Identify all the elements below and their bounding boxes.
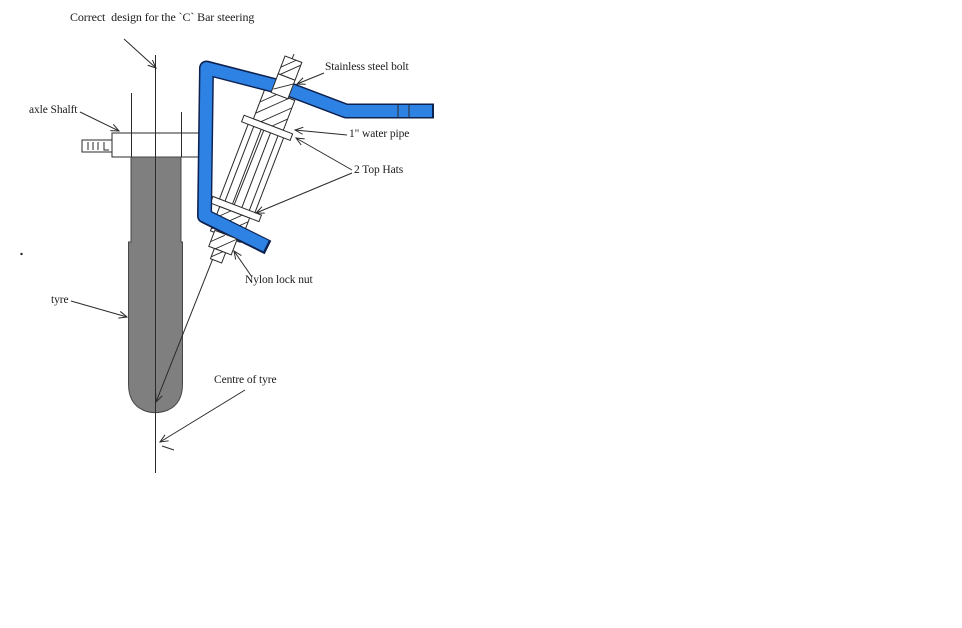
top-hat-upper xyxy=(240,88,296,142)
centre-tick-line xyxy=(161,445,175,451)
axle-shaft-shape xyxy=(111,132,203,158)
label-tyre: tyre xyxy=(51,294,69,306)
label-nylon-lock-nut: Nylon lock nut xyxy=(245,274,313,286)
pipe-leader-line xyxy=(293,126,348,136)
water-pipe-lines xyxy=(218,123,285,214)
title-leader-line xyxy=(123,38,157,69)
label-water-pipe: 1" water pipe xyxy=(349,128,410,140)
label-stainless-bolt: Stainless steel bolt xyxy=(325,61,409,73)
centre-leader-line xyxy=(158,389,246,443)
diagram-title: Correct design for the `C` Bar steering xyxy=(70,10,255,24)
tophats-leader-line-2 xyxy=(254,172,353,214)
label-axle-shaft: axle Shalft xyxy=(29,104,78,116)
bolt-shank xyxy=(270,73,296,100)
c-bar xyxy=(197,60,434,255)
handlebar-ticks xyxy=(397,104,410,118)
bolt-leader-line xyxy=(295,72,325,85)
label-top-hats: 2 Top Hats xyxy=(354,164,404,176)
tophats-leader-line-1 xyxy=(294,137,353,171)
bolt-assembly-over xyxy=(208,55,303,264)
bolt-head xyxy=(277,55,303,81)
axle-leader-line xyxy=(79,111,121,132)
label-centre-of-tyre: Centre of tyre xyxy=(214,374,277,386)
axle-thread-stub xyxy=(81,139,113,153)
stray-dot xyxy=(20,252,23,256)
bolt-tip xyxy=(209,247,227,264)
nut-leader-line xyxy=(233,249,253,278)
tyre-leader-line xyxy=(70,300,129,319)
